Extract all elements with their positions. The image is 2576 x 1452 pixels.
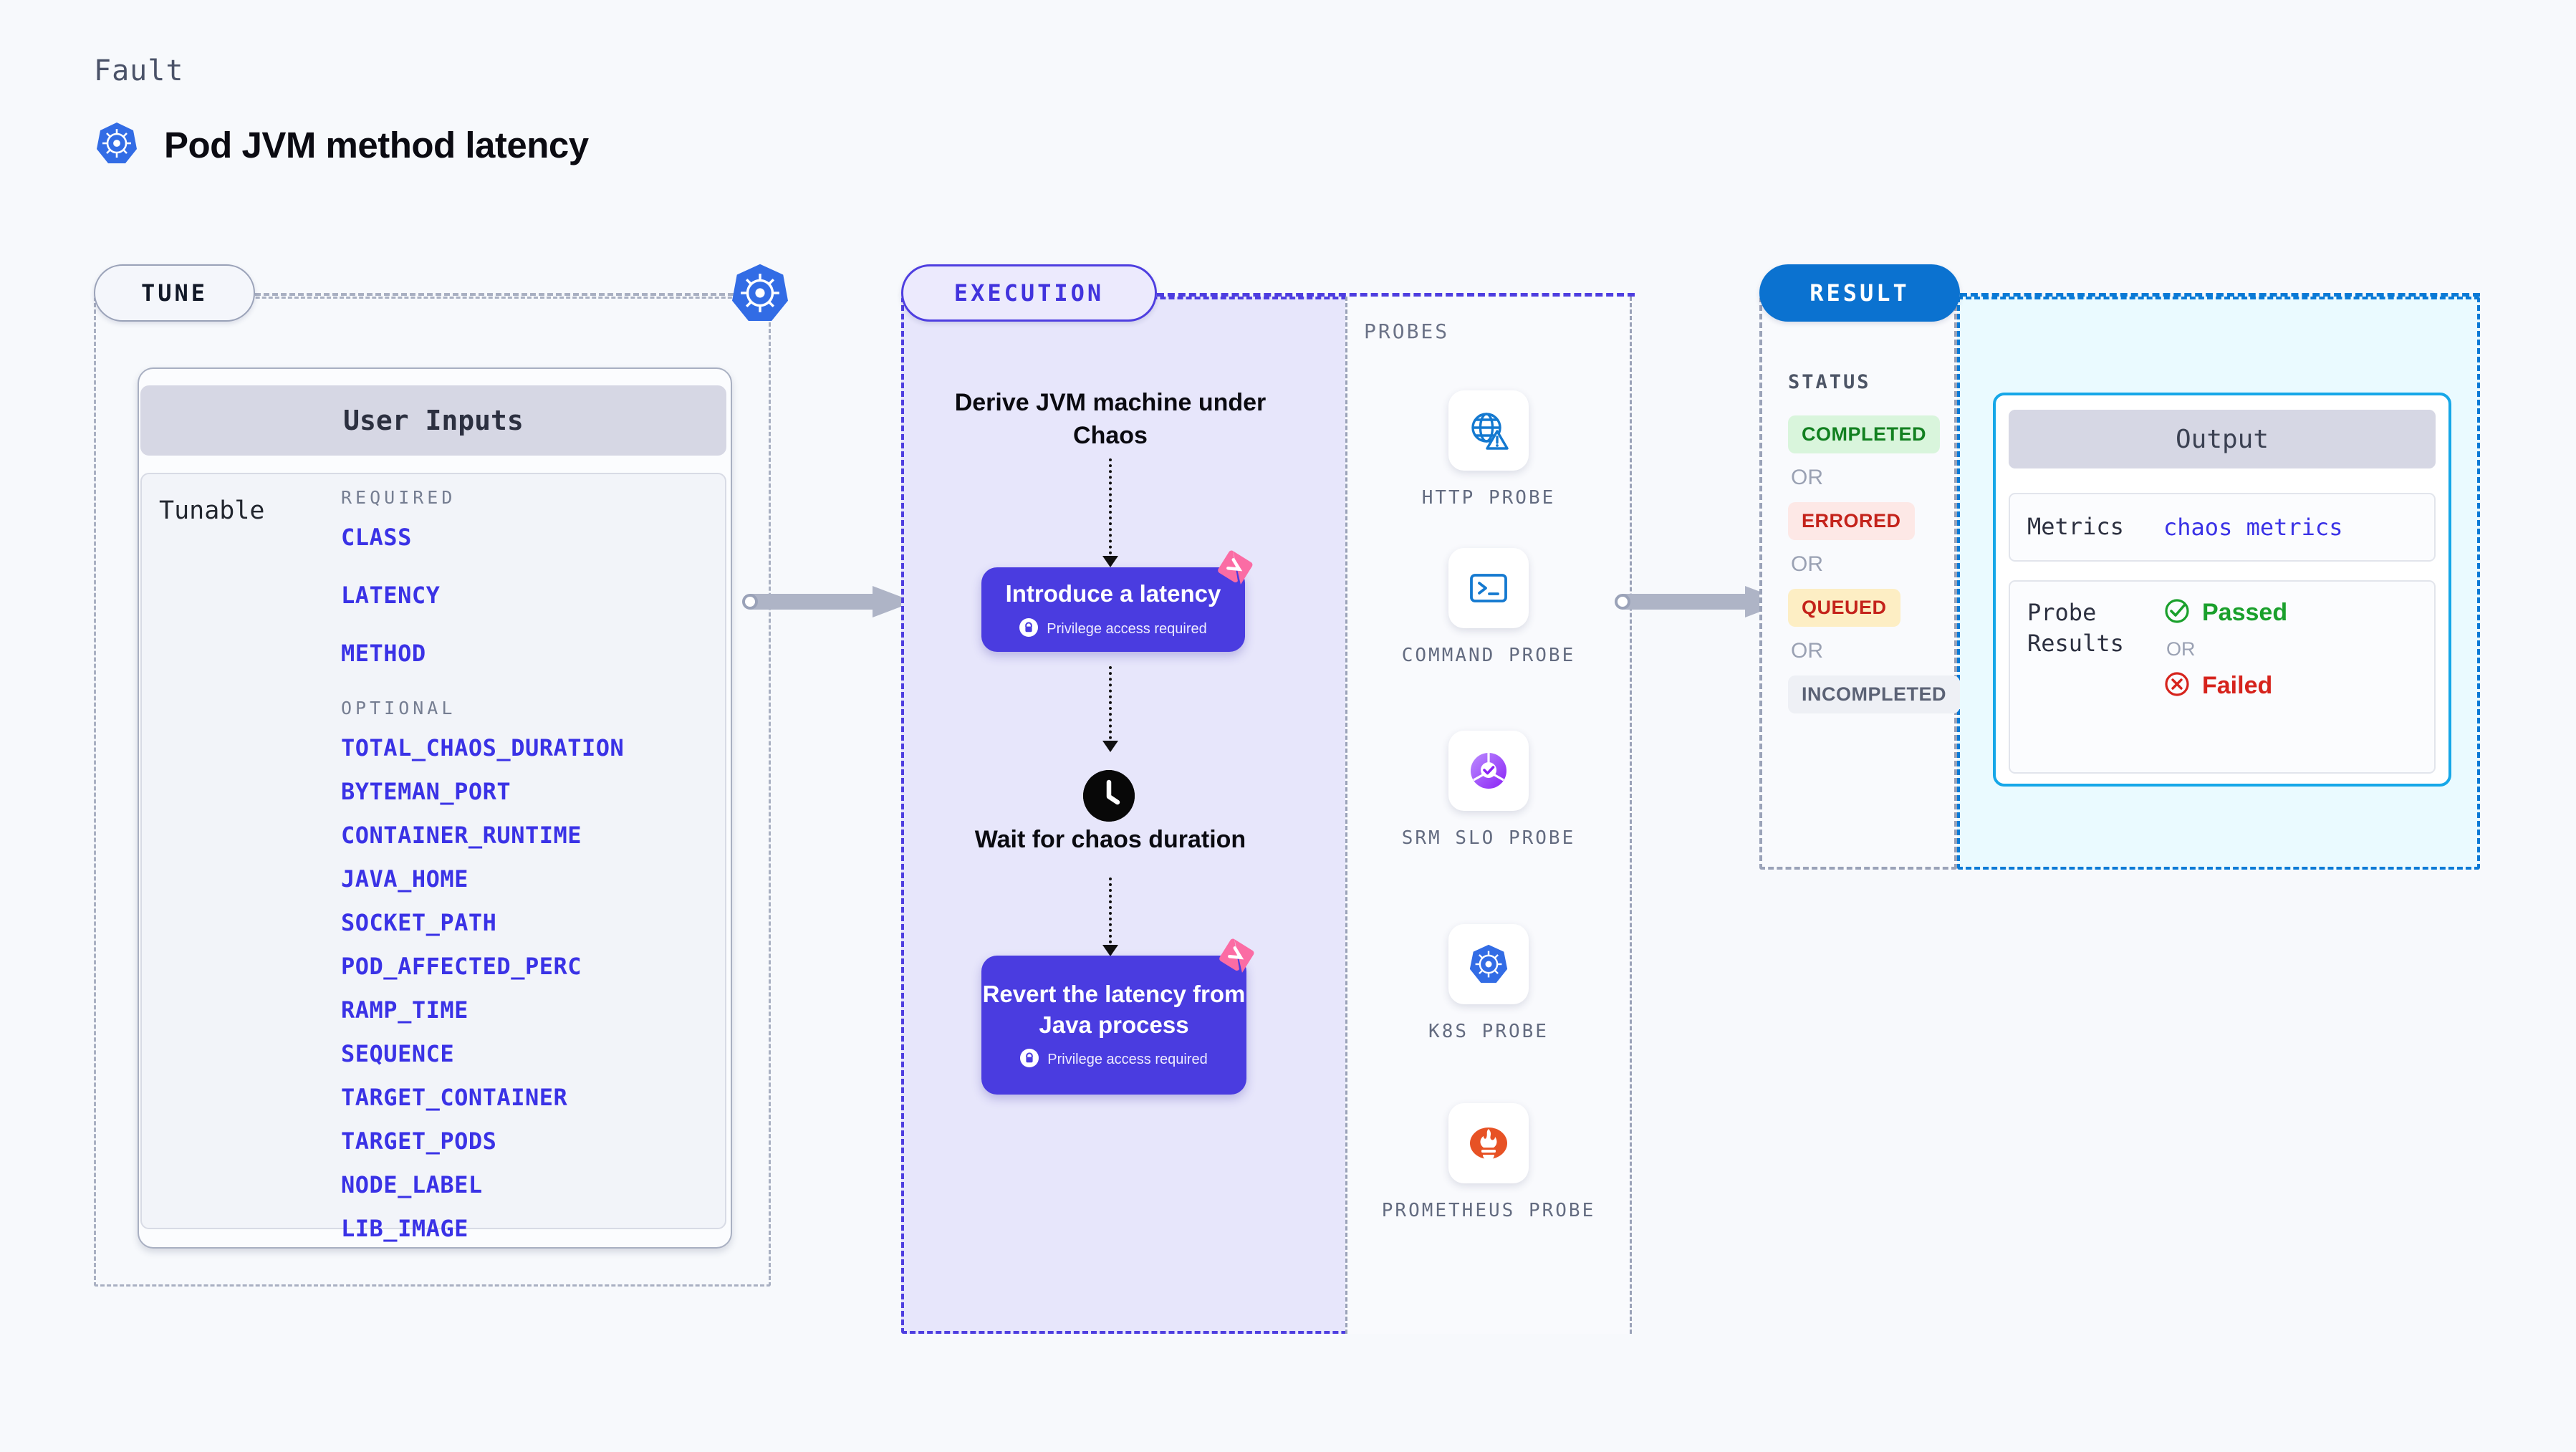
connector-execution-to-result	[1615, 582, 1802, 622]
tunable-row-label: Tunable	[159, 496, 265, 525]
flow-arrowhead-1	[1102, 556, 1118, 567]
result-stage-boundary	[1759, 297, 1957, 870]
srm-slo-icon	[1448, 731, 1529, 811]
status-section-label: STATUS	[1788, 371, 1871, 393]
execution-step-derive: Derive JVM machine under Chaos	[954, 389, 1267, 449]
output-metrics-key: Metrics	[2027, 513, 2124, 541]
user-inputs-body	[140, 473, 726, 1229]
optional-parameter-list: TOTAL_CHAOS_DURATION BYTEMAN_PORT CONTAI…	[341, 734, 713, 1242]
param-java-home[interactable]: JAVA_HOME	[341, 865, 468, 893]
execution-card-revert-title: Revert the latency from Java process	[982, 980, 1246, 1038]
param-container-runtime[interactable]: CONTAINER_RUNTIME	[341, 822, 582, 849]
harness-logo-icon	[1216, 548, 1254, 585]
param-method[interactable]: METHOD	[341, 640, 426, 667]
execution-card-introduce-title: Introduce a latency	[1005, 580, 1221, 607]
output-row-probe-results: Probe Results Passed OR	[2009, 580, 2436, 774]
param-pod-affected-perc[interactable]: POD_AFFECTED_PERC	[341, 953, 582, 980]
param-lib-image[interactable]: LIB_IMAGE	[341, 1215, 468, 1242]
harness-logo-icon	[1218, 936, 1255, 973]
param-target-container[interactable]: TARGET_CONTAINER	[341, 1084, 568, 1111]
status-or-1: OR	[1791, 466, 1823, 489]
privilege-note-introduce: Privilege access required	[1019, 617, 1207, 640]
tune-kubernetes-badge-icon	[729, 262, 791, 324]
page-title-row: Pod JVM method latency	[94, 120, 589, 170]
fault-kicker: Fault	[94, 54, 184, 87]
connector-start-dot	[1615, 594, 1630, 610]
param-latency[interactable]: LATENCY	[341, 582, 441, 609]
tune-stage-pill[interactable]: TUNE	[94, 264, 255, 322]
probe-item-prometheus[interactable]: PROMETHEUS PROBE	[1345, 1103, 1632, 1225]
probe-label-prometheus: PROMETHEUS PROBE	[1381, 1200, 1596, 1221]
probe-result-or: OR	[2166, 638, 2196, 660]
probe-label-k8s: K8S PROBE	[1428, 1021, 1549, 1042]
param-total-chaos-duration[interactable]: TOTAL_CHAOS_DURATION	[341, 734, 625, 761]
execution-card-revert-latency[interactable]: Revert the latency from Java process Pri…	[981, 956, 1246, 1095]
execution-connector-line	[1157, 293, 1635, 297]
kubernetes-logo-icon	[1448, 924, 1529, 1004]
execution-step-wait: Wait for chaos duration	[974, 826, 1246, 853]
probes-section-label: PROBES	[1364, 319, 1450, 343]
check-circle-icon	[2163, 597, 2191, 628]
execution-stage-pill[interactable]: EXECUTION	[901, 264, 1157, 322]
param-node-label[interactable]: NODE_LABEL	[341, 1171, 483, 1198]
output-probe-results-key: Probe Results	[2027, 599, 2124, 658]
probe-result-passed-label: Passed	[2202, 599, 2288, 626]
probe-label-command: COMMAND PROBE	[1401, 645, 1576, 666]
probe-item-http[interactable]: HTTP PROBE	[1345, 390, 1632, 512]
param-target-pods[interactable]: TARGET_PODS	[341, 1128, 497, 1155]
probe-label-srm-slo: SRM SLO PROBE	[1401, 827, 1576, 849]
tunable-parameter-column: REQUIRED CLASS LATENCY METHOD OPTIONAL T…	[341, 487, 713, 1259]
param-ramp-time[interactable]: RAMP_TIME	[341, 996, 468, 1024]
param-class[interactable]: CLASS	[341, 524, 412, 551]
flow-arrow-2	[1109, 666, 1112, 745]
required-parameter-list: CLASS LATENCY METHOD	[341, 524, 713, 667]
connector-start-dot	[742, 594, 758, 610]
terminal-icon	[1448, 548, 1529, 628]
required-group-heading: REQUIRED	[341, 487, 456, 508]
probe-item-command[interactable]: COMMAND PROBE	[1345, 548, 1632, 670]
output-row-metrics: Metrics chaos metrics	[2009, 493, 2436, 562]
probe-item-srm-slo[interactable]: SRM SLO PROBE	[1345, 731, 1632, 852]
page-title: Pod JVM method latency	[164, 125, 589, 165]
probe-result-failed-label: Failed	[2202, 672, 2273, 699]
probe-result-values: Passed OR Failed	[2163, 597, 2287, 701]
status-badge-queued: QUEUED	[1788, 589, 1900, 627]
tune-connector-line	[255, 293, 742, 296]
output-metrics-value[interactable]: chaos metrics	[2163, 514, 2343, 541]
execution-card-introduce-latency[interactable]: Introduce a latency Privilege access req…	[981, 567, 1245, 652]
param-socket-path[interactable]: SOCKET_PATH	[341, 909, 497, 936]
lock-icon	[1019, 617, 1039, 640]
flow-arrow-3	[1109, 878, 1112, 949]
result-stage-pill[interactable]: RESULT	[1759, 264, 1960, 322]
result-connector-line	[1960, 293, 2480, 297]
privilege-note-revert: Privilege access required	[1020, 1049, 1208, 1071]
param-byteman-port[interactable]: BYTEMAN_PORT	[341, 778, 511, 805]
status-or-2: OR	[1791, 552, 1823, 576]
privilege-note-text-revert: Privilege access required	[1047, 1052, 1208, 1068]
kubernetes-logo-icon	[94, 120, 140, 170]
probe-label-http: HTTP PROBE	[1421, 487, 1556, 509]
clock-icon	[1083, 770, 1135, 822]
status-badge-incompleted: INCOMPLETED	[1788, 675, 1961, 713]
output-card-title: Output	[2009, 410, 2436, 468]
flow-arrowhead-3	[1102, 945, 1118, 956]
status-badge-errored: ERRORED	[1788, 502, 1915, 540]
probe-item-k8s[interactable]: K8S PROBE	[1345, 924, 1632, 1046]
probe-result-failed: Failed	[2163, 670, 2287, 701]
status-or-3: OR	[1791, 639, 1823, 663]
flow-arrowhead-2	[1102, 741, 1118, 752]
flow-arrow-1	[1109, 458, 1112, 560]
status-badge-completed: COMPLETED	[1788, 415, 1941, 453]
tune-stage-boundary	[94, 297, 771, 1287]
prometheus-logo-icon	[1448, 1103, 1529, 1183]
status-badge-list: COMPLETED OR ERRORED OR QUEUED OR INCOMP…	[1788, 415, 1961, 713]
privilege-note-text-introduce: Privilege access required	[1047, 620, 1207, 637]
param-sequence[interactable]: SEQUENCE	[341, 1040, 455, 1067]
optional-group-heading: OPTIONAL	[341, 698, 456, 718]
lock-icon	[1020, 1049, 1039, 1071]
globe-warning-icon	[1448, 390, 1529, 471]
probe-result-passed: Passed	[2163, 597, 2287, 628]
user-inputs-title: User Inputs	[140, 385, 726, 456]
x-circle-icon	[2163, 670, 2191, 701]
